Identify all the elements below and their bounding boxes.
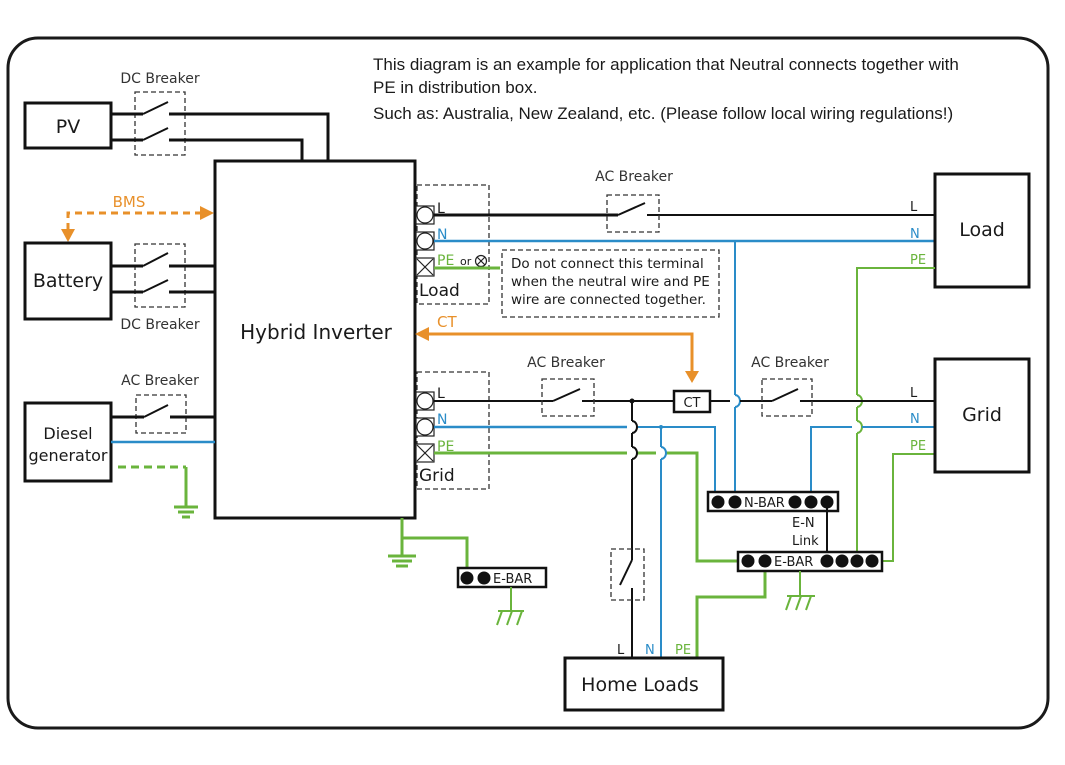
load-port-n: N [437, 227, 447, 243]
grid-wire-l-label: L [910, 386, 918, 401]
diesel-box [23, 401, 113, 483]
warning-line-1: Do not connect this terminal [511, 256, 704, 272]
battery-label: Battery [33, 270, 103, 292]
warning-note-box [501, 249, 720, 318]
pv-label: PV [56, 116, 80, 138]
grid-box [933, 357, 1031, 474]
dc-breaker-pv-label: DC Breaker [120, 71, 199, 87]
grid-port-l: L [437, 386, 445, 402]
header-note: This diagram is an example for applicati… [373, 55, 959, 123]
load-pe-wire [856, 267, 935, 395]
en-link-label-2: Link [792, 534, 819, 549]
load-port-pe-or: or [460, 255, 472, 268]
diesel-wires [111, 404, 215, 506]
inverter-label: Hybrid Inverter [240, 320, 392, 344]
battery: Battery [23, 241, 113, 321]
pv-box [23, 101, 113, 150]
home-loads-box [563, 656, 725, 712]
note-line-1: This diagram is an example for applicati… [373, 55, 959, 74]
load-wire-l-label: L [910, 200, 918, 215]
dc-breaker-pv [134, 91, 186, 156]
diagram-frame [6, 36, 1050, 730]
ac-breaker-diesel-label: AC Breaker [121, 373, 199, 389]
ct-sensor-label: CT [683, 396, 700, 411]
dc-breaker-battery [134, 243, 186, 308]
warning-line-3: wire are connected together. [511, 292, 706, 308]
load-wire-pe-label: PE [910, 253, 926, 268]
ac-breaker-grid-inverter-label: AC Breaker [527, 355, 605, 371]
bms-arrow-right-icon [200, 206, 214, 220]
n-bar: N-BAR [706, 490, 840, 513]
load-port-terminals [415, 205, 435, 277]
battery-box [23, 241, 113, 321]
inverter-box [213, 159, 417, 520]
load-port-title: Load [419, 281, 460, 301]
ct-signal: CT [415, 313, 699, 383]
ct-arrow-down-icon [685, 371, 699, 383]
n-bar-label: N-BAR [744, 496, 785, 511]
warning-line-2: when the neutral wire and PE [511, 274, 710, 290]
battery-wires [111, 252, 215, 294]
grid-port-group [416, 371, 490, 490]
home-wire-n-label: N [645, 643, 655, 658]
ac-breaker-diesel [135, 394, 187, 434]
grid-port-pe: PE [437, 439, 454, 455]
grid-label: Grid [962, 404, 1002, 426]
diesel-label-line-2: generator [28, 446, 107, 465]
diesel-generator: Diesel generator [23, 401, 113, 483]
pv-panel: PV [23, 101, 113, 150]
pv-wires [111, 101, 330, 162]
home-loads-label: Home Loads [581, 674, 699, 696]
e-bar-inverter: E-BAR [456, 566, 548, 589]
ct-arrow-left-icon [415, 327, 429, 341]
grid: Grid [933, 357, 1031, 474]
bms-link: BMS [61, 193, 214, 242]
diesel-label-line-1: Diesel [43, 424, 92, 443]
e-bar-main-label: E-BAR [774, 555, 813, 570]
ct-signal-label: CT [437, 313, 457, 331]
load-wire-n-label: N [910, 227, 920, 242]
e-bar-main: E-BAR [736, 550, 884, 573]
hybrid-inverter: Hybrid Inverter [213, 159, 417, 520]
home-loads-breaker [610, 548, 645, 601]
grid-wire-pe-label: PE [910, 439, 926, 454]
diesel-ground-icon [174, 505, 198, 519]
e-bar-inverter-label: E-BAR [493, 572, 532, 587]
home-loads: Home Loads [563, 656, 725, 712]
e-bar-main-ground-icon [785, 595, 815, 611]
inverter-ground-icon [388, 554, 416, 568]
home-wire-pe-label: PE [675, 643, 691, 658]
ac-breaker-grid-main-label: AC Breaker [751, 355, 829, 371]
earth-terminal-icon [474, 254, 488, 268]
bms-label: BMS [113, 193, 146, 211]
e-bar-inverter-ground-icon [496, 610, 524, 626]
grid-port-title: Grid [419, 466, 455, 486]
load-port-pe: PE [437, 253, 454, 269]
load-label: Load [959, 219, 1005, 241]
home-wire-l-label: L [617, 643, 625, 658]
en-link-label-1: E-N [792, 516, 815, 531]
load-port-l: L [437, 201, 445, 217]
grid-port-terminals [415, 391, 435, 463]
note-line-3: Such as: Australia, New Zealand, etc. (P… [373, 104, 953, 123]
bms-arrow-down-icon [61, 229, 75, 242]
ac-breaker-grid-inverter [541, 378, 595, 417]
load: Load [933, 172, 1031, 289]
ac-breaker-load [606, 194, 660, 233]
load-box [933, 172, 1031, 289]
note-line-2: PE in distribution box. [373, 78, 537, 97]
grid-port-n: N [437, 412, 447, 428]
dc-breaker-battery-label: DC Breaker [120, 317, 199, 333]
ac-breaker-grid-main [761, 378, 813, 417]
grid-wire-n-label: N [910, 412, 920, 427]
ac-breaker-load-label: AC Breaker [595, 169, 673, 185]
